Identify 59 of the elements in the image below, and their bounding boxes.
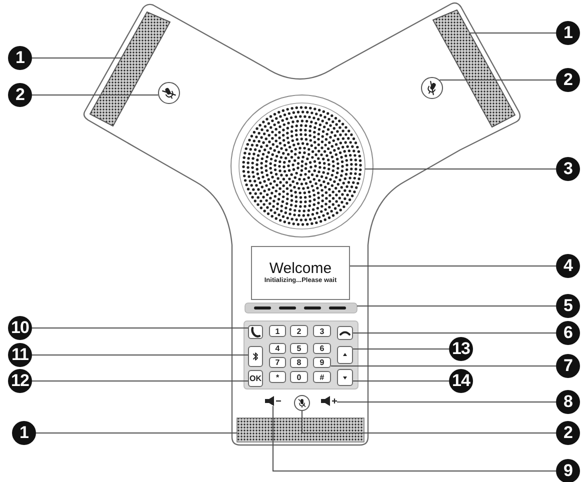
callout-number: 6 xyxy=(556,321,580,345)
leader-line xyxy=(469,32,556,34)
keypad-key: 4 xyxy=(269,343,286,354)
leader-line xyxy=(302,410,556,434)
keypad-key: * xyxy=(269,371,286,383)
leader-line xyxy=(32,354,248,356)
keypad-key: 6 xyxy=(313,343,331,354)
keypad-key: OK xyxy=(248,370,263,387)
callout-number: 2 xyxy=(8,83,32,107)
callout-number: 5 xyxy=(556,294,580,318)
keypad-key: 1 xyxy=(269,325,286,337)
volume-down-icon xyxy=(265,396,281,406)
callout-number: 10 xyxy=(8,316,32,340)
callout-number: 11 xyxy=(8,343,32,367)
bluetooth-key xyxy=(248,346,263,367)
callout-number: 8 xyxy=(556,390,580,414)
keypad-key: 7 xyxy=(269,357,286,368)
keypad-key: 5 xyxy=(290,343,308,354)
off-hook-key xyxy=(248,325,263,339)
leader-line xyxy=(36,432,238,434)
callout-number: 12 xyxy=(8,369,32,393)
mesh-grille xyxy=(90,12,170,126)
leader-line xyxy=(352,380,450,382)
callout-number: 9 xyxy=(556,459,580,482)
soft-key-bar xyxy=(244,302,358,314)
leader-line xyxy=(352,348,450,350)
keypad-key: 9 xyxy=(313,357,331,368)
callout-number: 2 xyxy=(556,68,580,92)
callout-number: 13 xyxy=(449,337,473,361)
keypad-key: # xyxy=(313,371,331,383)
mute-button xyxy=(294,395,310,411)
down-key xyxy=(337,369,353,386)
up-key xyxy=(337,346,353,364)
volume-up-icon xyxy=(321,396,337,406)
callout-number: 1 xyxy=(8,46,32,70)
mesh-grille xyxy=(432,10,516,128)
mute-button xyxy=(421,77,443,99)
display-screen xyxy=(251,246,350,300)
keypad-key: 2 xyxy=(290,325,308,337)
keypad-key: 0 xyxy=(290,371,308,383)
callout-number: 2 xyxy=(556,421,580,445)
leader-line xyxy=(272,406,556,472)
callout-number: 1 xyxy=(556,21,580,45)
hang-up-key xyxy=(337,326,353,340)
leader-line xyxy=(32,380,248,382)
leader-line xyxy=(32,94,159,96)
mute-button xyxy=(158,82,180,104)
callout-number: 7 xyxy=(556,354,580,378)
callout-number: 3 xyxy=(556,157,580,181)
callout-number: 1 xyxy=(12,421,36,445)
callout-number: 14 xyxy=(449,369,473,393)
leader-line xyxy=(352,332,556,334)
keypad-key: 8 xyxy=(290,357,308,368)
screen-heading: Welcome xyxy=(269,261,332,277)
mesh-grille xyxy=(236,418,364,442)
callout-number: 4 xyxy=(556,254,580,278)
speaker-grille xyxy=(238,102,366,230)
leader-line xyxy=(364,168,556,170)
keypad-key: 3 xyxy=(313,325,331,337)
